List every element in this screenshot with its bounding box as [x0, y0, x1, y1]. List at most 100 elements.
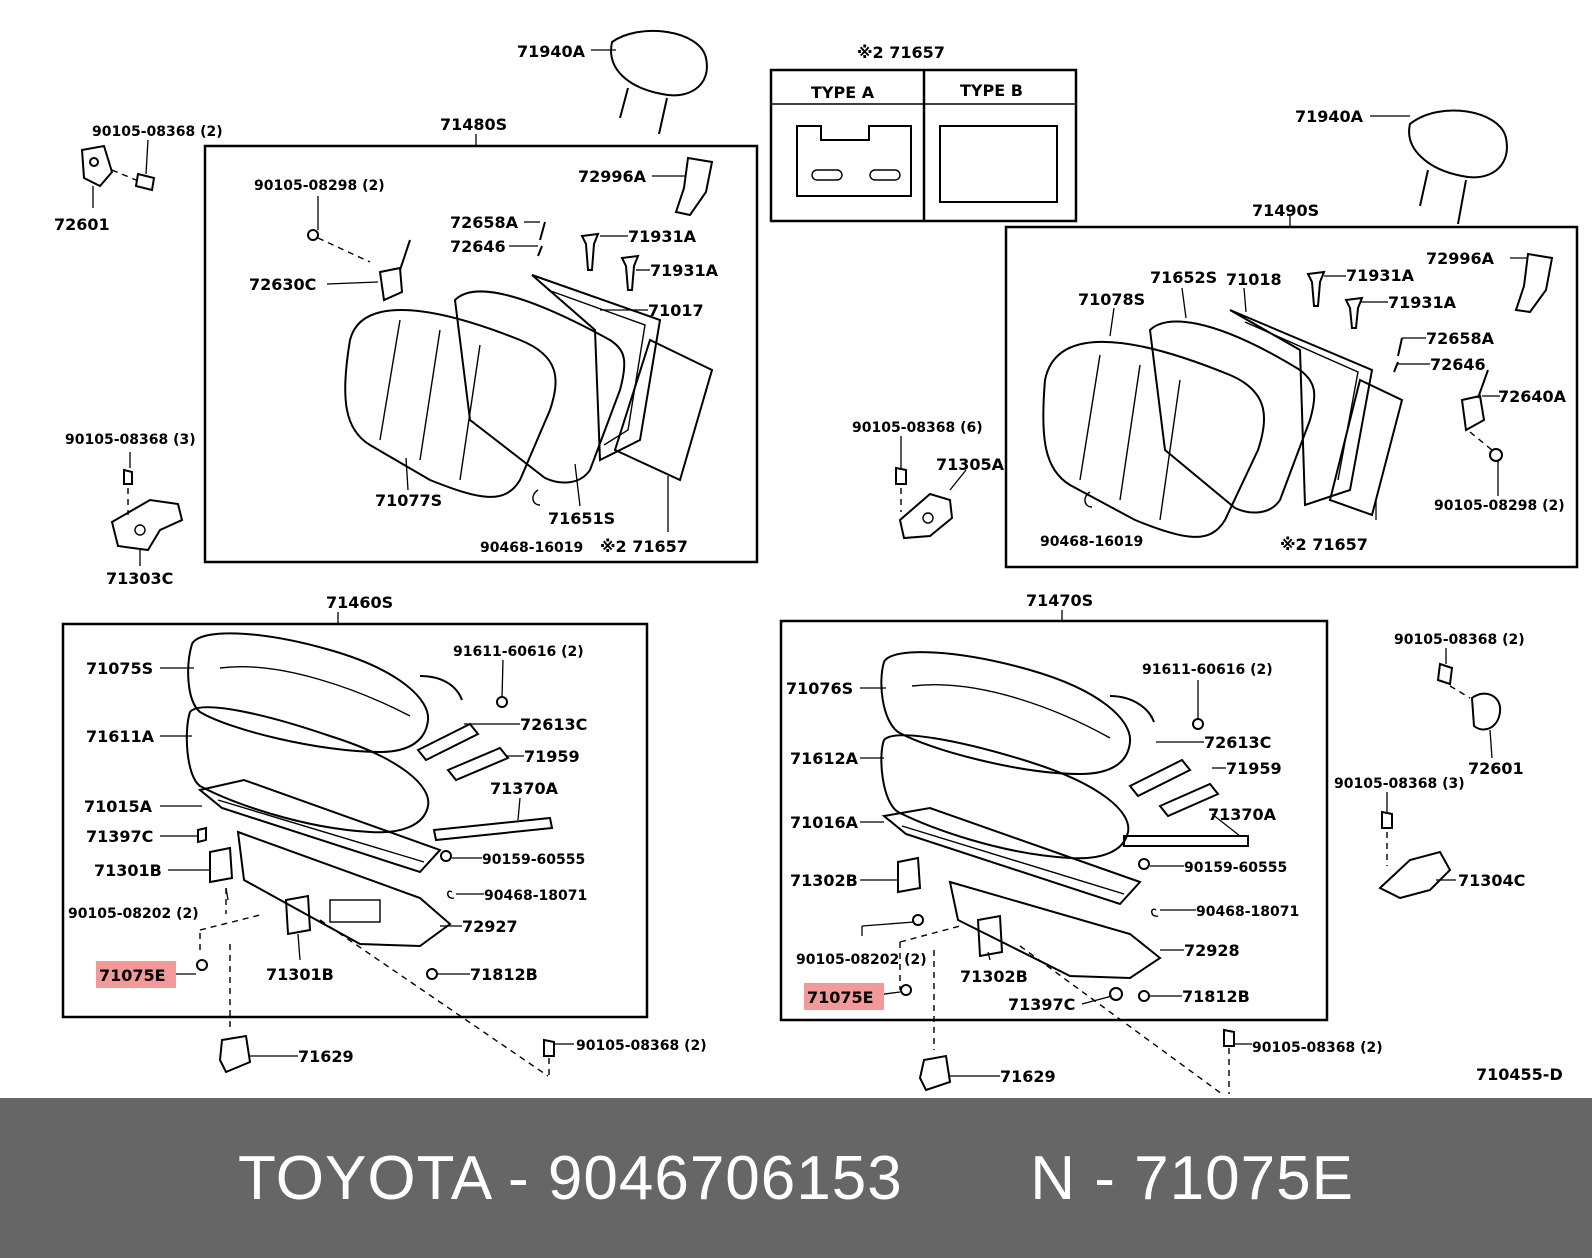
hinge-72601-right	[1436, 662, 1502, 731]
label-cushion-left-stopper[interactable]: 71812B	[470, 965, 538, 984]
label-cushion-left-panel[interactable]: 72927	[462, 917, 518, 936]
label-back-left-guide2[interactable]: 71931A	[650, 261, 719, 280]
type-a-label: TYPE A	[811, 83, 875, 102]
label-center-hinge-bolt[interactable]: 90105-08368 (6)	[852, 420, 983, 436]
label-cushion-right-panel[interactable]: 72928	[1184, 941, 1240, 960]
label-cushion-left-screw[interactable]: 91611-60616 (2)	[453, 644, 584, 660]
footer-caption: TOYOTA - 9046706153 N - 71075E	[0, 1098, 1592, 1258]
label-cushion-right-strap[interactable]: 71959	[1226, 759, 1282, 778]
label-cushion-left-cap[interactable]: 71629	[298, 1047, 354, 1066]
label-cushion-right-lock[interactable]: 72613C	[1204, 733, 1271, 752]
label-cushion-right-highlight[interactable]: 71075E	[807, 988, 874, 1007]
label-back-left-guide1[interactable]: 71931A	[628, 227, 697, 246]
type-b-label: TYPE B	[960, 81, 1023, 100]
label-cushion-right-plate[interactable]: 71370A	[1208, 805, 1277, 824]
label-back-left-collar[interactable]: 72646	[450, 237, 506, 256]
label-left-hinge-bolt[interactable]: 90105-08368 (3)	[65, 432, 196, 448]
label-cushion-right-screw[interactable]: 91611-60616 (2)	[1142, 662, 1273, 678]
label-left-hinge[interactable]: 71303C	[106, 569, 173, 588]
label-cushion-left-bolt-c[interactable]: 90105-08368 (2)	[576, 1038, 707, 1054]
label-back-right-guide2[interactable]: 71931A	[1388, 293, 1457, 312]
label-right-hinge-top[interactable]: 72601	[1468, 759, 1524, 778]
highlight-left	[96, 961, 176, 988]
parts-diagram: ※2 71657 TYPE A TYPE B 71940A 90105-0836…	[54, 30, 1579, 1095]
box-seatback-left	[203, 144, 759, 564]
label-hinge-top-left[interactable]: 72601	[54, 215, 110, 234]
label-back-right-bolt[interactable]: 90105-08298 (2)	[1434, 498, 1565, 514]
label-back-right-pin[interactable]: 72658A	[1426, 329, 1495, 348]
label-back-right-board[interactable]: ※2 71657	[1280, 535, 1368, 554]
box-seatback-right	[1004, 225, 1579, 569]
label-cushion-right-frame[interactable]: 71016A	[790, 813, 859, 832]
hinge-71303c	[110, 468, 184, 552]
label-back-right-lock[interactable]: 72640A	[1498, 387, 1567, 406]
label-back-left-lock[interactable]: 72630C	[249, 275, 316, 294]
drawing-number: 710455-D	[1476, 1065, 1563, 1084]
label-cushion-left-plate[interactable]: 71370A	[490, 779, 559, 798]
seatback-right-drawing	[1042, 252, 1554, 538]
label-back-right-frame[interactable]: 71018	[1226, 270, 1282, 289]
label-cushion-right-stopper[interactable]: 71812B	[1182, 987, 1250, 1006]
label-right-hinge-top-bolt[interactable]: 90105-08368 (2)	[1394, 632, 1525, 648]
label-back-left-cover[interactable]: 71651S	[548, 509, 615, 528]
label-back-left-board[interactable]: ※2 71657	[600, 537, 688, 556]
label-cushion-right-bolt-b[interactable]: 90159-60555	[1184, 860, 1287, 876]
label-back-left-pin[interactable]: 72658A	[450, 213, 519, 232]
label-cushion-left-cushion[interactable]: 71397C	[86, 827, 153, 846]
label-back-right-clip[interactable]: 90468-16019	[1040, 534, 1143, 550]
label-headrest-left[interactable]: 71940A	[517, 42, 586, 61]
label-cushion-right-bolt-c[interactable]: 90105-08368 (2)	[1252, 1040, 1383, 1056]
label-cushion-right-hinge1[interactable]: 71302B	[790, 871, 858, 890]
cushion-left-drawing	[185, 632, 555, 1077]
label-cushion-left-strap[interactable]: 71959	[524, 747, 580, 766]
label-cushion-right-clip[interactable]: 90468-18071	[1196, 904, 1299, 920]
label-cushion-right-cushion[interactable]: 71397C	[1008, 995, 1075, 1014]
label-back-right-collar[interactable]: 72646	[1430, 355, 1486, 374]
type-reference-box	[769, 68, 1078, 223]
type-heading: ※2 71657	[857, 43, 945, 62]
leader-lines	[92, 49, 1528, 1077]
hinge-71304c	[1378, 810, 1452, 900]
label-center-hinge[interactable]: 71305A	[936, 455, 1005, 474]
label-cushion-left-bolt-a[interactable]: 90105-08202 (2)	[68, 906, 199, 922]
label-cushion-right-assy[interactable]: 71470S	[1026, 591, 1093, 610]
label-cushion-right-cover[interactable]: 71076S	[786, 679, 853, 698]
label-cushion-left-bolt-b[interactable]: 90159-60555	[482, 852, 585, 868]
label-cushion-right-pad[interactable]: 71612A	[790, 749, 859, 768]
hinge-71305a	[895, 466, 954, 540]
label-right-hinge-bolt[interactable]: 90105-08368 (3)	[1334, 776, 1465, 792]
box-cushion-right	[779, 619, 1329, 1022]
label-back-left-bolt[interactable]: 90105-08298 (2)	[254, 178, 385, 194]
label-back-left-clip[interactable]: 90468-16019	[480, 540, 583, 556]
label-cushion-left-highlight[interactable]: 71075E	[99, 966, 166, 985]
label-cushion-left-pad[interactable]: 71611A	[86, 727, 155, 746]
label-back-left-frame[interactable]: 71017	[648, 301, 704, 320]
label-cushion-left-assy[interactable]: 71460S	[326, 593, 393, 612]
box-cushion-left	[61, 622, 649, 1019]
label-cushion-left-clip[interactable]: 90468-18071	[484, 888, 587, 904]
label-back-right-cover-top[interactable]: 72996A	[1426, 249, 1495, 268]
label-cushion-right-hinge2[interactable]: 71302B	[960, 967, 1028, 986]
label-cushion-left-hinge2[interactable]: 71301B	[266, 965, 334, 984]
label-back-right-pad[interactable]: 71078S	[1078, 290, 1145, 309]
cushion-right-drawing	[880, 651, 1249, 1095]
label-back-right-assy[interactable]: 71490S	[1252, 201, 1319, 220]
headrest-left-drawing	[610, 30, 708, 135]
label-cushion-left-hinge1[interactable]: 71301B	[94, 861, 162, 880]
label-right-hinge[interactable]: 71304C	[1458, 871, 1525, 890]
label-back-right-cover[interactable]: 71652S	[1150, 268, 1217, 287]
footer-part-text: TOYOTA - 9046706153 N - 71075E	[238, 1143, 1354, 1213]
label-hinge-top-left-bolt[interactable]: 90105-08368 (2)	[92, 124, 223, 140]
label-back-left-assy[interactable]: 71480S	[440, 115, 507, 134]
label-cushion-left-cover[interactable]: 71075S	[86, 659, 153, 678]
labels: ※2 71657 TYPE A TYPE B 71940A 90105-0836…	[54, 42, 1567, 1086]
label-cushion-right-bolt-a[interactable]: 90105-08202 (2)	[796, 952, 927, 968]
label-cushion-right-cap[interactable]: 71629	[1000, 1067, 1056, 1086]
label-back-right-guide1[interactable]: 71931A	[1346, 266, 1415, 285]
label-headrest-right[interactable]: 71940A	[1295, 107, 1364, 126]
highlight-right	[804, 983, 884, 1010]
label-back-left-pad[interactable]: 71077S	[375, 491, 442, 510]
label-cushion-left-lock[interactable]: 72613C	[520, 715, 587, 734]
label-back-left-cover-top[interactable]: 72996A	[578, 167, 647, 186]
label-cushion-left-frame[interactable]: 71015A	[84, 797, 153, 816]
